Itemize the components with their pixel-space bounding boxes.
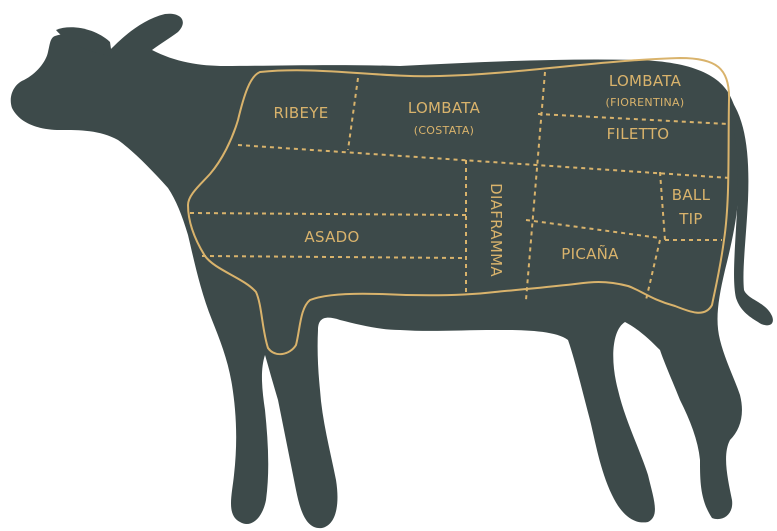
ball-tip-label-line2: TIP [678, 210, 703, 228]
lombata-costata-label: LOMBATA [408, 99, 481, 117]
ball-tip-label-line1: BALL [672, 186, 711, 204]
asado-label: ASADO [304, 228, 359, 246]
picana-label: PICAÑA [561, 244, 619, 263]
lombata-fiorentina-sub: (FIORENTINA) [606, 96, 685, 109]
diaframma-label: DIAFRAMMA [487, 183, 505, 277]
filetto-label: FILETTO [607, 125, 670, 143]
lombata-fiorentina-label: LOMBATA [609, 72, 682, 90]
ribeye-label: RIBEYE [273, 104, 328, 122]
cow-silhouette [11, 14, 773, 528]
lombata-costata-sub: (COSTATA) [414, 124, 475, 137]
